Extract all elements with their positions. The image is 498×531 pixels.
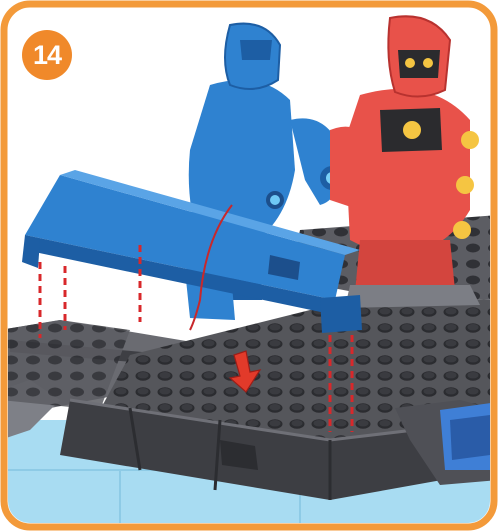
step-number: 14 bbox=[33, 40, 61, 71]
step-number-badge: 14 bbox=[22, 30, 72, 80]
